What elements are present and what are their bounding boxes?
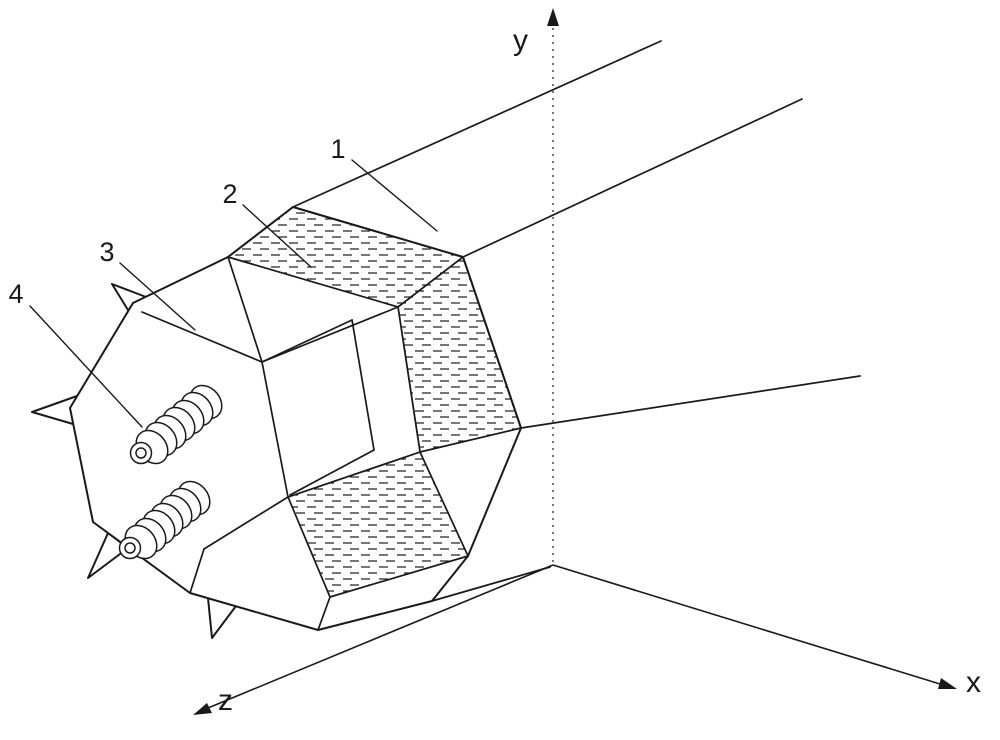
y-axis-arrow — [547, 8, 559, 26]
part-label-2: 2 — [222, 179, 237, 209]
tunnel-longitudinal-edges — [292, 40, 861, 602]
interior-edge-lines — [141, 256, 375, 631]
ring-face-corner-edge — [189, 548, 205, 594]
tunnel-edge-line-right — [520, 375, 861, 429]
x-axis-label: x — [966, 666, 981, 699]
shell-inner-corner-edge — [227, 256, 263, 363]
tunnel-edge-line-bottom — [431, 566, 551, 602]
tunnel-edge-line-top-right — [462, 98, 803, 258]
anchor-coil-upper — [129, 384, 223, 465]
leader-line-1 — [351, 159, 438, 232]
leader-line-3 — [119, 262, 196, 331]
tunnel-edge-line-top-left — [292, 40, 662, 208]
x-axis-arrow — [938, 678, 957, 689]
y-axis-label: y — [513, 24, 528, 57]
wall-thickness-edge — [317, 596, 331, 631]
leader-line-4 — [29, 305, 143, 428]
ring-face-inner-edge-bottom — [203, 496, 289, 550]
part-annotations: 1 2 3 4 — [8, 134, 438, 428]
cavity-wall-edge-right — [351, 319, 375, 451]
cavity-wall-edge-top — [261, 319, 353, 363]
part-label-4: 4 — [8, 279, 23, 309]
anchor-coil-lower — [118, 480, 211, 560]
z-axis-label: z — [218, 684, 233, 717]
x-axis-line — [552, 564, 941, 685]
ring-face-inner-edge-top — [141, 311, 263, 363]
cavity-wall-edge-bottom — [289, 449, 375, 496]
part-label-3: 3 — [99, 237, 114, 267]
coil-end-ring-inner — [124, 542, 136, 554]
part-label-1: 1 — [330, 134, 345, 164]
coordinate-axes: y x z — [193, 8, 981, 717]
z-axis-arrow — [193, 703, 212, 715]
coil-end-ring-inner — [135, 447, 147, 459]
leader-line-2 — [242, 204, 312, 268]
z-axis-line — [207, 564, 554, 709]
